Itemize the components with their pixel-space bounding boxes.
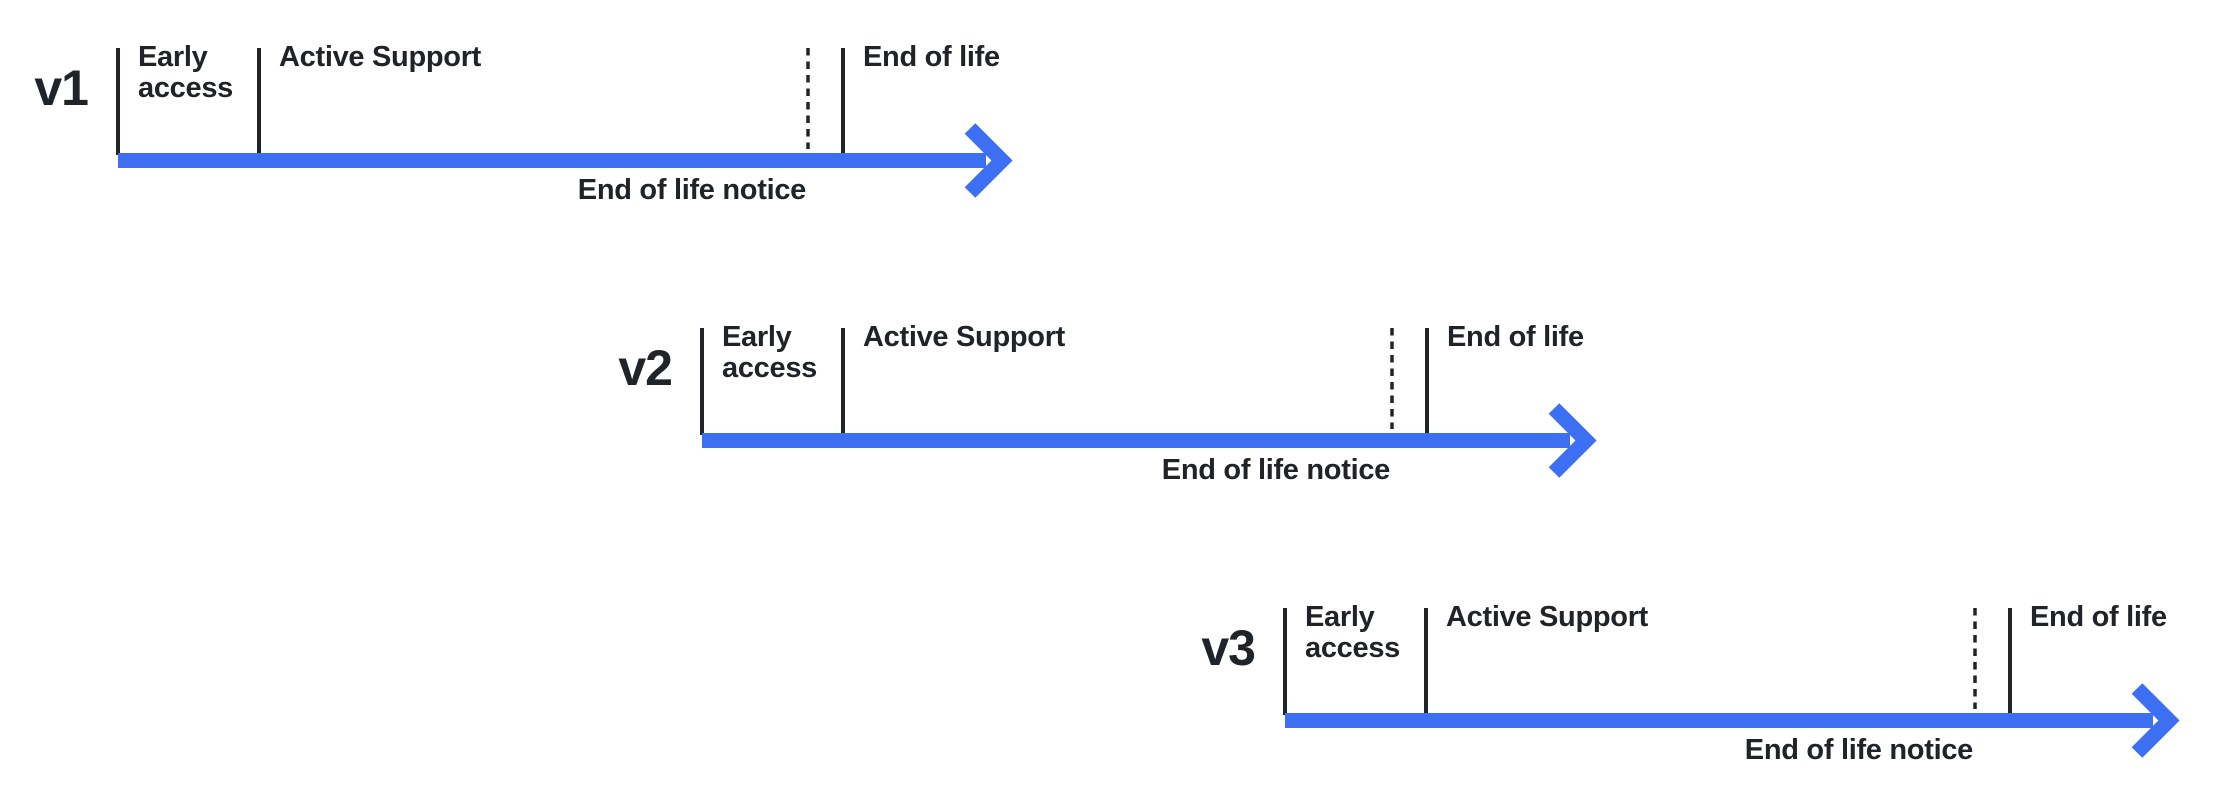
version-label: v3 — [1201, 620, 1256, 676]
version-label: v1 — [34, 60, 89, 116]
timeline-arrow-shaft — [118, 153, 986, 168]
end-of-life-label: End of life — [2030, 601, 2167, 633]
early-access-label: Early access — [138, 41, 233, 104]
timeline-v1-graphics — [116, 48, 1013, 198]
active-support-label: Active Support — [863, 321, 1066, 353]
version-label: v2 — [618, 340, 673, 396]
active-support-label: Active Support — [279, 41, 482, 73]
timeline-arrow-shaft — [1285, 713, 2153, 728]
timeline-arrow-head — [964, 123, 1013, 198]
timeline-v3-graphics — [1283, 608, 2180, 758]
timeline-v2-graphics — [700, 328, 1597, 478]
end-of-life-notice-label: End of life notice — [1744, 734, 1974, 766]
end-of-life-notice-label: End of life notice — [1161, 454, 1391, 486]
timeline-arrow-head — [2131, 683, 2180, 758]
active-support-label: Active Support — [1446, 601, 1649, 633]
early-access-label: Early access — [1305, 601, 1400, 664]
early-access-label: Early access — [722, 321, 817, 384]
end-of-life-label: End of life — [863, 41, 1000, 73]
timeline-arrow-shaft — [702, 433, 1570, 448]
end-of-life-notice-label: End of life notice — [577, 174, 807, 206]
timeline-arrow-head — [1548, 403, 1597, 478]
end-of-life-label: End of life — [1447, 321, 1584, 353]
